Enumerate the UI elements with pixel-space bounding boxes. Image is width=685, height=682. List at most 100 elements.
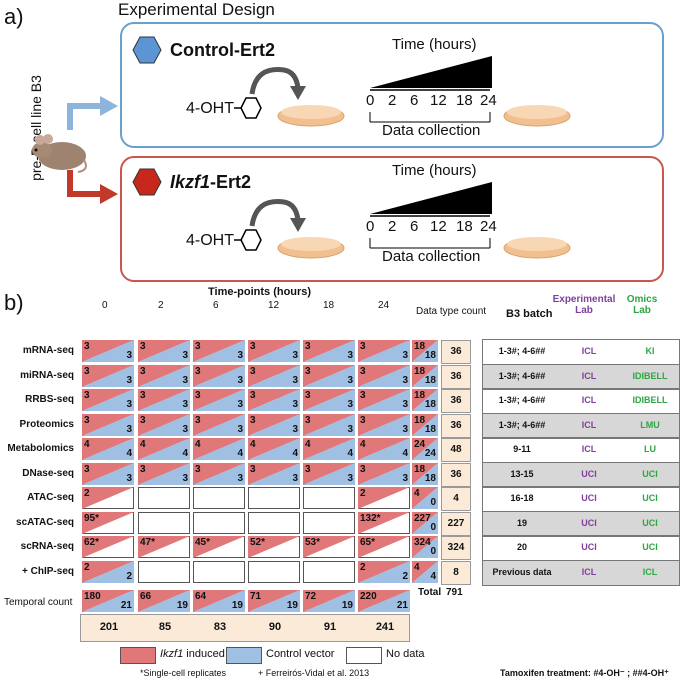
temporal-cell-shapes	[303, 590, 355, 612]
data-cell-shapes	[303, 438, 355, 460]
row-label: ATAC-seq	[27, 492, 74, 503]
data-cell-shapes	[82, 487, 134, 509]
control-triangle	[193, 389, 245, 411]
batch-value: 19	[516, 517, 527, 528]
time-title-control: Time (hours)	[392, 36, 477, 53]
induced-value: 3	[305, 341, 311, 352]
temporal-cell-shapes	[82, 590, 134, 612]
curved-arrow-icon-ikzf1	[249, 199, 306, 232]
experimental-design-title: Experimental Design	[118, 0, 275, 19]
temporal-cell-shapes	[358, 590, 410, 612]
data-cell-shapes	[303, 413, 355, 436]
row-label: RRBS-seq	[25, 394, 74, 405]
data-cell-shapes	[358, 340, 410, 362]
induced-value: 2	[360, 488, 366, 499]
induced-value: 3	[360, 341, 366, 352]
row-total: 36	[441, 462, 471, 487]
timepoint-label: 2	[158, 300, 164, 311]
row-label: DNase-seq	[22, 467, 74, 479]
omics-lab-value: ICL	[642, 566, 658, 577]
control-triangle	[412, 536, 438, 558]
data-cell-shapes	[82, 560, 134, 583]
omics-lab-value: UCI	[642, 493, 658, 503]
induced-value: 3	[195, 463, 201, 475]
exp-lab-value: UCI	[581, 468, 597, 479]
dtc-cell-shapes	[412, 511, 438, 534]
control-value: 3	[347, 472, 353, 484]
control-triangle	[303, 389, 355, 411]
data-cell-shapes	[138, 364, 190, 387]
induced-value: 3	[305, 390, 311, 401]
control-triangle	[303, 438, 355, 460]
induced-value: 18	[414, 365, 426, 377]
control-triangle	[412, 340, 438, 362]
control-triangle	[358, 438, 410, 460]
control-value: 3	[237, 350, 243, 361]
omics-lab-value: KI	[645, 346, 655, 356]
induced-value: 3	[305, 414, 311, 426]
induced-value: 3	[195, 414, 201, 426]
control-value: 4	[292, 448, 298, 459]
data-cell-shapes	[303, 389, 355, 411]
control-triangle	[412, 511, 438, 534]
data-cell-shapes	[193, 438, 245, 460]
drug-label-control: 4-OHT	[186, 100, 234, 117]
control-value: 3	[292, 472, 298, 484]
control-value: 0	[430, 497, 436, 508]
data-cell: 65*	[358, 536, 410, 558]
temporal-cell-shapes	[248, 590, 300, 612]
control-triangle	[82, 389, 134, 411]
tick-0-ikzf1: 0	[366, 218, 375, 235]
data-cell-shapes	[138, 340, 190, 362]
control-value: 3	[402, 350, 408, 361]
tick-12-ikzf1: 12	[430, 218, 447, 235]
note-single-cell: *Single-cell replicates	[140, 668, 227, 678]
exp-lab-value: ICL	[581, 444, 597, 454]
empty-cell	[248, 487, 300, 509]
row-total: 4	[441, 487, 471, 511]
control-value: 3	[237, 472, 243, 484]
control-triangle	[193, 364, 245, 387]
dtc-cell-shapes	[412, 413, 438, 436]
induced-value: 4	[195, 439, 201, 450]
induced-value: 4	[414, 488, 420, 499]
data-collection-ikzf1: Data collection	[382, 248, 481, 265]
induced-triangle	[358, 511, 410, 534]
control-triangle	[248, 590, 300, 612]
data-cell: 52*	[248, 536, 300, 558]
branch-arrow-ikzf1	[67, 170, 118, 204]
induced-value: 3	[140, 341, 146, 352]
petri-dish-icon-ikzf1-start	[277, 237, 345, 259]
data-cell-shapes	[82, 438, 134, 460]
induced-value: 3	[360, 463, 366, 475]
induced-value: 66	[140, 591, 152, 602]
control-value: 3	[182, 350, 188, 361]
induced-triangle	[138, 536, 190, 558]
exp-lab-value: UCI	[581, 517, 597, 528]
data-cell-shapes	[358, 389, 410, 411]
exp-lab-value: UCI	[581, 542, 597, 552]
control-value: 3	[402, 374, 408, 386]
ikzf1-ert2-title: Ikzf1-Ert2	[170, 172, 251, 193]
induced-value: 3	[140, 463, 146, 475]
omics-lab-value: UCI	[642, 542, 658, 552]
induced-value: 3	[84, 463, 90, 475]
